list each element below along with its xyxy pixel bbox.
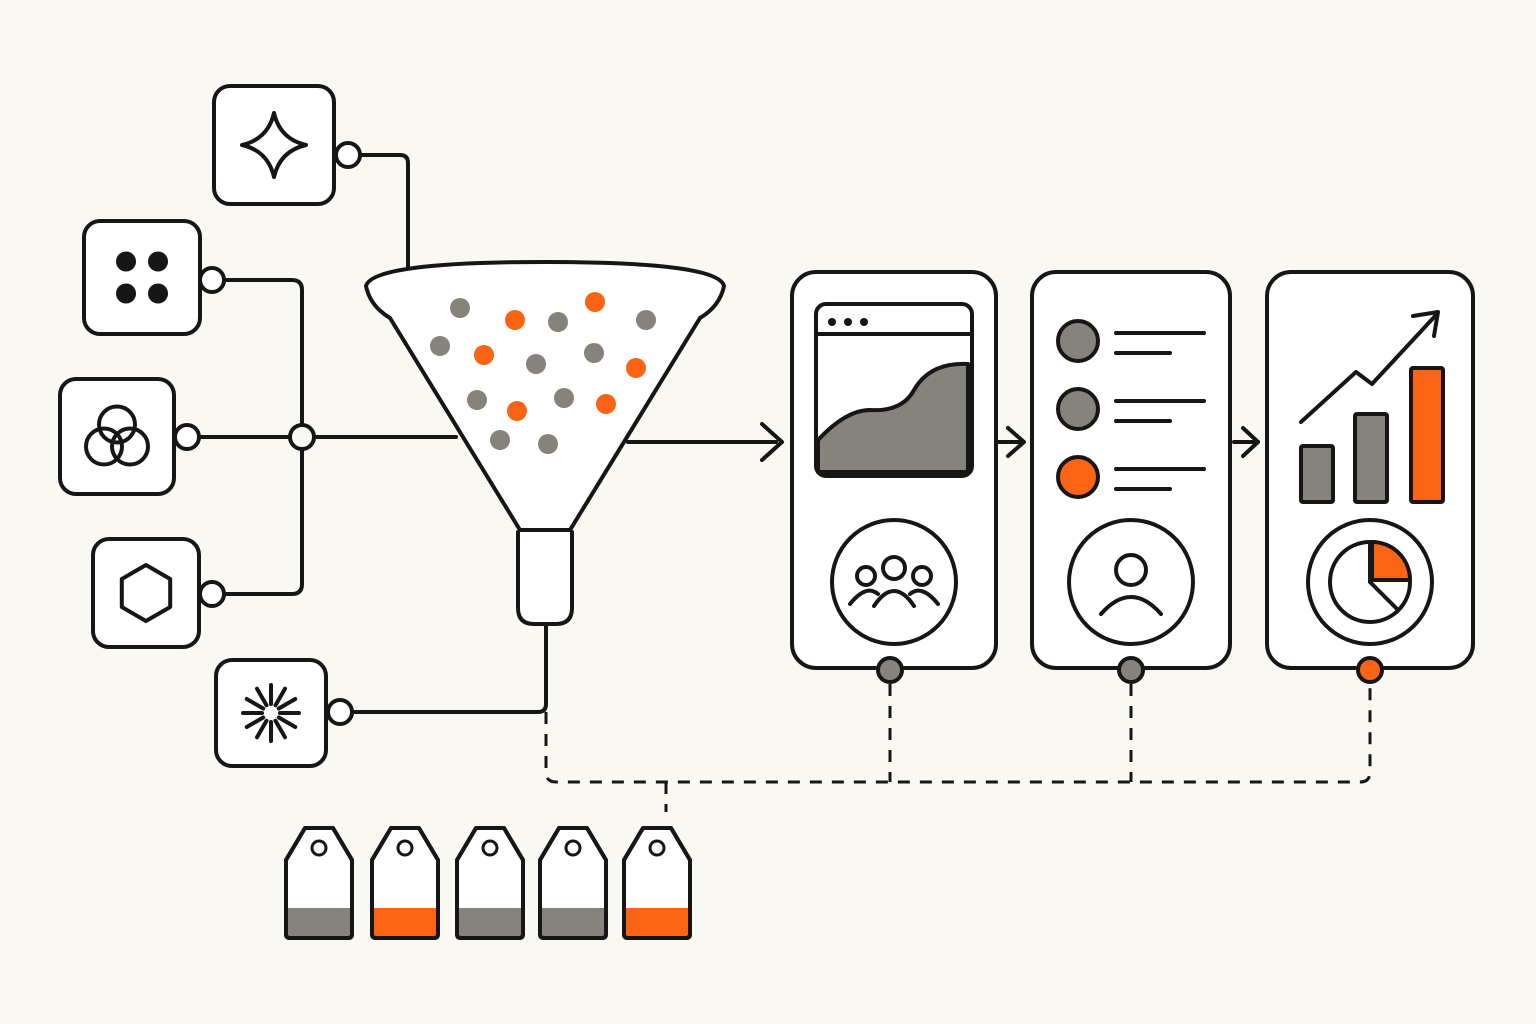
particle-dot <box>626 358 646 378</box>
connector-port <box>334 141 362 169</box>
chart-bar <box>1299 444 1335 504</box>
connector-port <box>198 580 226 608</box>
source-sparkle <box>212 84 362 206</box>
tag-icon <box>455 826 525 940</box>
connector-port <box>173 423 201 451</box>
tag-fill <box>626 908 688 936</box>
connector-lines <box>198 153 1260 714</box>
list-bullet <box>1056 319 1100 363</box>
particle-dot <box>596 394 616 414</box>
list-bullet <box>1056 455 1100 499</box>
tag-hole <box>396 839 414 857</box>
tag-hole <box>564 839 582 857</box>
chart-bar <box>1409 366 1445 504</box>
tag-fill <box>288 908 350 936</box>
stage-list <box>1030 270 1232 684</box>
hexagon-icon <box>119 563 173 623</box>
tag-hole <box>481 839 499 857</box>
connector-port <box>198 266 226 294</box>
list-bullet <box>1056 387 1100 431</box>
connector-port <box>326 698 354 726</box>
stage-analytics <box>1265 270 1475 684</box>
status-dot <box>1356 656 1384 684</box>
status-dot <box>1117 656 1145 684</box>
sparkle-icon <box>240 111 308 179</box>
source-hexagon <box>91 537 226 649</box>
source-dots <box>82 219 226 336</box>
particle-dot <box>505 310 525 330</box>
tag-fill <box>374 908 436 936</box>
tag-icon <box>284 826 354 940</box>
burst-icon <box>241 683 301 743</box>
source-venn <box>58 377 201 496</box>
particle-dot <box>585 292 605 312</box>
tag-icon <box>622 826 692 940</box>
area-chart-window-icon <box>814 302 974 478</box>
status-tags <box>284 826 692 940</box>
particle-dot <box>490 430 510 450</box>
venn-circles-icon <box>84 404 150 467</box>
tag-fill <box>459 908 521 936</box>
particle-dot <box>584 343 604 363</box>
particle-dot <box>467 390 487 410</box>
status-dot <box>876 656 904 684</box>
funnel-icon <box>364 260 726 626</box>
tag-hole <box>648 839 666 857</box>
list-items-icon <box>1056 319 1206 499</box>
single-user-icon <box>1067 518 1195 646</box>
tag-icon <box>370 826 440 940</box>
junction-node <box>288 423 316 451</box>
particle-dot <box>507 401 527 421</box>
chart-bar <box>1353 412 1389 504</box>
particle-dot <box>430 336 450 356</box>
particle-dot <box>538 434 558 454</box>
source-burst <box>214 658 354 768</box>
tag-hole <box>310 839 328 857</box>
particle-dot <box>554 388 574 408</box>
bar-chart-trend-icon <box>1299 310 1445 504</box>
particle-dot <box>474 345 494 365</box>
particle-dot <box>450 298 470 318</box>
particle-dot <box>636 310 656 330</box>
particle-dot <box>526 354 546 374</box>
funnel-particles <box>430 292 656 454</box>
tag-fill <box>542 908 604 936</box>
four-dots-icon <box>116 251 168 304</box>
tag-icon <box>538 826 608 940</box>
stage-dashboard <box>790 270 998 684</box>
dashed-tag-links <box>544 684 1372 812</box>
particle-dot <box>548 312 568 332</box>
pie-chart-icon <box>1306 518 1434 646</box>
group-users-icon <box>830 518 958 646</box>
